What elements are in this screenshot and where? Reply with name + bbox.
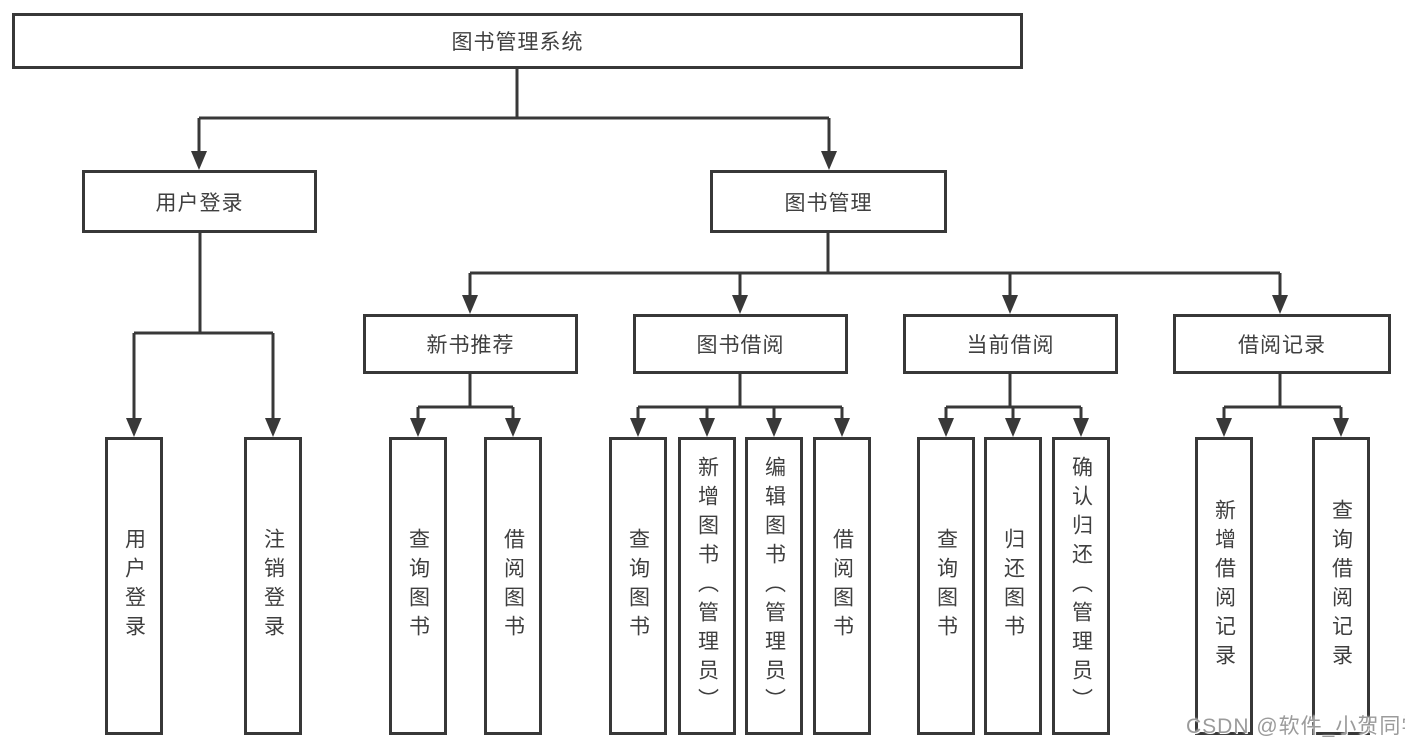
leaf-label: 编辑图书（管理员） <box>762 455 786 717</box>
leaf-newbook-borrow-books: 借阅图书 <box>484 437 542 735</box>
node-book-borrowing: 图书借阅 <box>633 314 848 374</box>
leaf-newbook-query-books: 查询图书 <box>389 437 447 735</box>
leaf-user-login: 用户登录 <box>105 437 163 735</box>
leaf-label: 查询借阅记录 <box>1329 499 1353 673</box>
node-borrowing-records: 借阅记录 <box>1173 314 1391 374</box>
leaf-label: 确认归还（管理员） <box>1069 455 1093 717</box>
leaf-label: 注销登录 <box>261 528 285 644</box>
leaf-label: 新增图书（管理员） <box>695 455 719 717</box>
node-book-management: 图书管理 <box>710 170 947 233</box>
leaf-records-query-record: 查询借阅记录 <box>1312 437 1370 735</box>
leaf-label: 新增借阅记录 <box>1212 499 1236 673</box>
leaf-label: 归还图书 <box>1001 528 1025 644</box>
node-current-borrowing: 当前借阅 <box>903 314 1118 374</box>
leaf-borrow-add-books-admin: 新增图书（管理员） <box>678 437 736 735</box>
leaf-current-query-books: 查询图书 <box>917 437 975 735</box>
leaf-logout: 注销登录 <box>244 437 302 735</box>
leaf-current-return-books: 归还图书 <box>984 437 1042 735</box>
leaf-current-confirm-return-admin: 确认归还（管理员） <box>1052 437 1110 735</box>
leaf-borrow-edit-books-admin: 编辑图书（管理员） <box>745 437 803 735</box>
leaf-borrow-borrow-books: 借阅图书 <box>813 437 871 735</box>
leaf-label: 用户登录 <box>122 528 146 644</box>
leaf-borrow-query-books: 查询图书 <box>609 437 667 735</box>
node-new-book-recommend: 新书推荐 <box>363 314 578 374</box>
leaf-label: 查询图书 <box>626 528 650 644</box>
leaf-label: 借阅图书 <box>501 528 525 644</box>
leaf-label: 借阅图书 <box>830 528 854 644</box>
arrowheads <box>126 151 1349 437</box>
node-user-login: 用户登录 <box>82 170 317 233</box>
watermark: CSDN @软件_小贺同学 <box>1186 715 1405 738</box>
leaf-label: 查询图书 <box>406 528 430 644</box>
leaf-label: 查询图书 <box>934 528 958 644</box>
node-library-system: 图书管理系统 <box>12 13 1023 69</box>
leaf-records-add-record: 新增借阅记录 <box>1195 437 1253 735</box>
